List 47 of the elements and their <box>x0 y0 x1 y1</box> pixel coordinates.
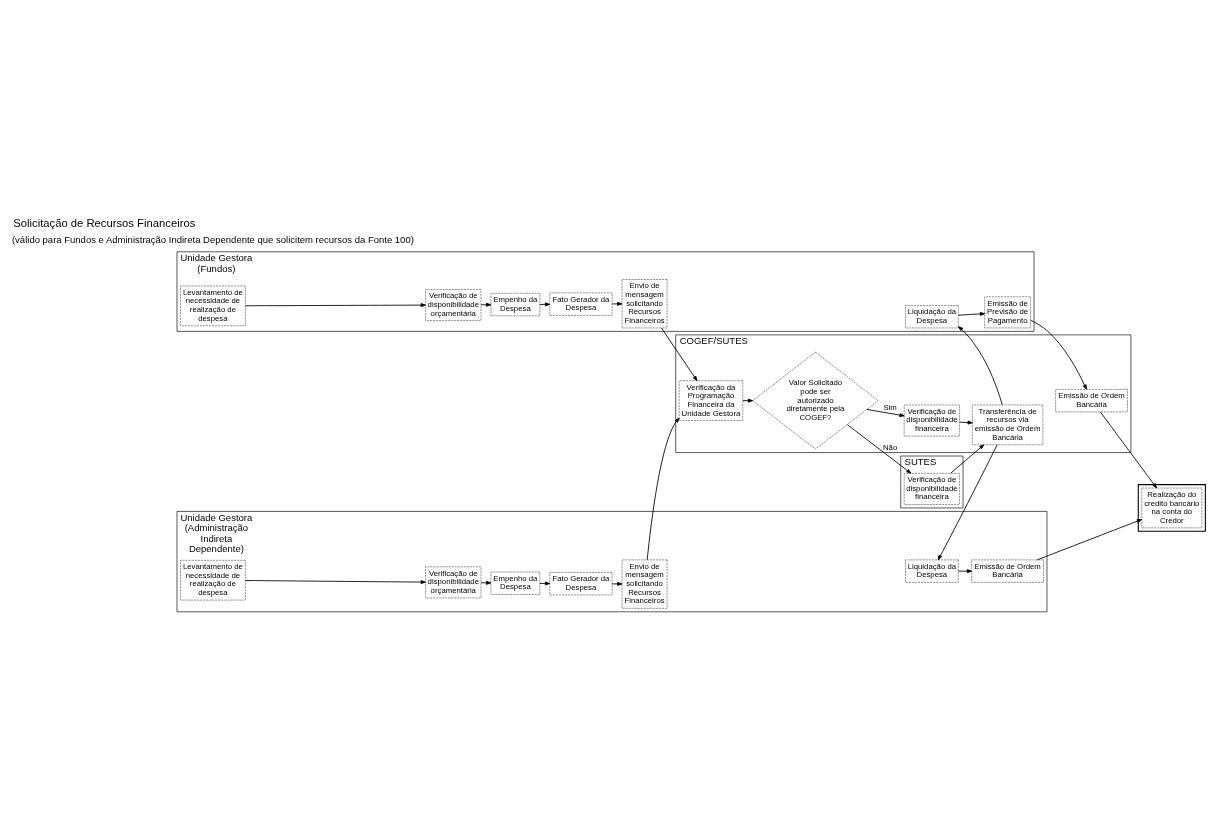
node-box: Levantamento de necessidade de realização de despesa <box>180 559 246 600</box>
node-box: Verificação da Programação Financeira da Unidade Gestora <box>678 380 743 421</box>
arrow <box>742 398 753 403</box>
node-box: Verificação de disponibilidade orçamentária <box>425 288 482 321</box>
node-box: Levantamento de necessidade de realização de despesa <box>180 285 246 326</box>
node-box: Empenho da Despesa <box>490 292 541 316</box>
node-box: Emissão de Ordem Bancária <box>1055 388 1128 412</box>
arrow <box>244 302 426 307</box>
arrow <box>611 301 623 306</box>
arrow <box>1036 518 1143 560</box>
arrow <box>646 417 680 560</box>
node-box: Liquidação da Despesa <box>905 559 959 583</box>
node-box: Fato Gerador da Despesa <box>549 571 613 595</box>
arrow <box>846 423 912 474</box>
arrow <box>244 579 426 584</box>
node-box: Verificação de disponibilidade financeira <box>903 404 960 436</box>
node-box: Verificação de disponibilidade orçamentária <box>425 566 482 598</box>
node-box: Empenho da Despesa <box>490 571 541 595</box>
arrow <box>1030 319 1087 390</box>
arrow <box>957 311 986 316</box>
node-diamond: Valor Solicitado pode ser autorizado diretamente pela COGEF? <box>752 351 879 449</box>
arrow <box>957 325 1003 405</box>
arrow <box>661 327 698 381</box>
arrow <box>539 581 551 585</box>
arrow <box>480 580 492 585</box>
node-box: Emissão de Ordem Bancária <box>971 559 1044 583</box>
arrow <box>480 302 492 307</box>
edge-label: Não <box>883 442 898 452</box>
edge-label: Sim <box>883 402 897 412</box>
node-box: Realização do credito bancário na conta do Credor <box>1141 487 1203 528</box>
node-box: Transferência de recursos via emissão de Ordem Bancária <box>972 404 1044 445</box>
node-box: Envio de mensagem solicitando Recursos Financeiros <box>621 559 668 609</box>
arrow <box>1099 411 1157 488</box>
diagram-title: Solicitação de Recursos Financeiros <box>13 216 196 229</box>
node-box: Envio de mensagem solicitando Recursos Financeiros <box>621 278 668 328</box>
node-box: Liquidação da Despesa <box>905 304 959 328</box>
arrow <box>957 568 973 573</box>
label: (válido para Fundos e Administração Indireta Dependente que solicitem recursos da Fonte 100) <box>11 233 414 245</box>
node-box: Fato Gerador da Despesa <box>549 292 613 316</box>
arrow <box>959 420 973 425</box>
arrow <box>866 408 905 417</box>
arrow <box>937 443 998 560</box>
arrow <box>539 301 551 306</box>
node-box: Verificação de disponibilidade financeira <box>903 472 960 505</box>
node-box: Emissão de Previsão de Pagamento <box>984 296 1031 328</box>
arrow <box>611 581 623 586</box>
arrow <box>950 443 985 474</box>
